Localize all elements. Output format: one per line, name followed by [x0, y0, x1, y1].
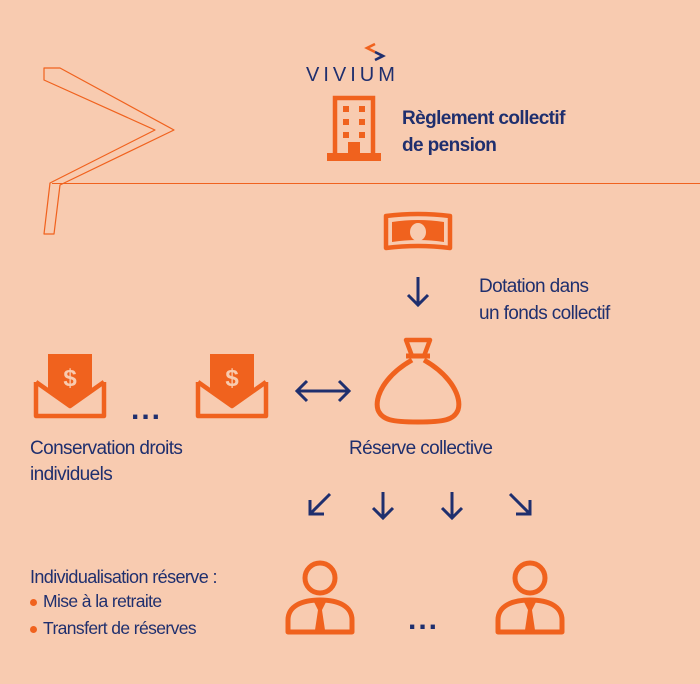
distribution-arrows [308, 492, 532, 521]
arrow-down-icon [440, 492, 464, 521]
individual-rights-label-line2: individuels [30, 464, 113, 485]
individualisation-list: Mise à la retraite Transfert de réserves [30, 588, 197, 642]
beneficiaries-ellipsis: ... [408, 603, 440, 636]
page-title-line1: Règlement collectif [402, 108, 565, 129]
list-item: Transfert de réserves [30, 615, 197, 642]
money-bag-icon [374, 337, 462, 425]
envelope-ellipsis: ... [131, 393, 163, 426]
arrow-down-icon [371, 492, 395, 521]
list-item: Mise à la retraite [30, 588, 196, 615]
person-icon [495, 560, 565, 635]
list-item-label: Transfert de réserves [43, 618, 197, 638]
page-title-line2: de pension [402, 135, 497, 156]
decorative-chevron [43, 67, 175, 235]
funding-label-line1: Dotation dans [479, 276, 589, 297]
brand-logo: VIVIUM [306, 64, 399, 86]
building-icon [327, 95, 381, 161]
divider-line [52, 183, 700, 184]
individual-rights-label-line1: Conservation droits [30, 438, 183, 459]
arrow-down-right-icon [508, 492, 532, 516]
individualisation-heading: Individualisation réserve : [30, 567, 218, 587]
bullet-icon [30, 626, 37, 633]
bullet-icon [30, 599, 37, 606]
envelope-dollar-icon: $ [33, 354, 107, 419]
arrow-down-left-icon [308, 492, 332, 516]
banknote-icon [383, 211, 453, 251]
double-arrow-icon [294, 379, 352, 403]
logo-mark-icon [364, 42, 386, 62]
reserve-label: Réserve collective [349, 438, 493, 459]
envelope-dollar-icon: $ [195, 354, 269, 419]
svg-text:$: $ [63, 365, 77, 392]
arrow-down-icon [406, 277, 430, 308]
svg-text:$: $ [225, 365, 239, 392]
list-item-label: Mise à la retraite [43, 591, 162, 611]
person-icon [285, 560, 355, 635]
funding-label-line2: un fonds collectif [479, 303, 610, 324]
